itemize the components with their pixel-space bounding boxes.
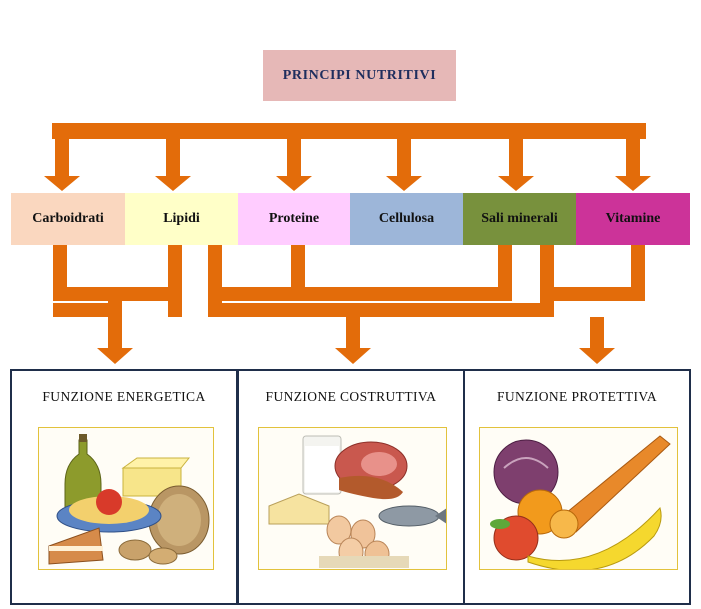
panel-title: FUNZIONE COSTRUTTIVA: [265, 389, 437, 404]
panel-title: FUNZIONE ENERGETICA: [42, 389, 206, 404]
nutrient-label: Vitamine: [605, 211, 661, 226]
nutrient-vitamine: Vitamine: [576, 193, 690, 245]
nutrient-carboidrati: Carboidrati: [11, 193, 125, 245]
fruit-vegetables-illustration: [479, 427, 678, 570]
panel-title: FUNZIONE PROTETTIVA: [497, 389, 657, 404]
nutrient-sali-minerali: Sali minerali: [463, 193, 576, 245]
protein-foods-illustration: [258, 427, 447, 570]
root-title-box: PRINCIPI NUTRITIVI: [263, 50, 456, 101]
nutrient-label: Lipidi: [163, 211, 200, 226]
nutrient-label: Carboidrati: [32, 211, 104, 226]
panel-funzione-protettiva: FUNZIONE PROTETTIVA: [463, 369, 691, 605]
nutrient-lipidi: Lipidi: [125, 193, 238, 245]
panel-funzione-energetica: FUNZIONE ENERGETICA: [10, 369, 238, 605]
root-title: PRINCIPI NUTRITIVI: [282, 67, 437, 83]
nutrient-proteine: Proteine: [238, 193, 350, 245]
nutrient-label: Proteine: [268, 211, 320, 226]
energetic-foods-illustration: [38, 427, 214, 570]
nutrient-cellulosa: Cellulosa: [350, 193, 463, 245]
nutrient-label: Sali minerali: [481, 211, 558, 226]
panel-funzione-costruttiva: FUNZIONE COSTRUTTIVA: [237, 369, 465, 605]
nutrient-label: Cellulosa: [378, 211, 435, 226]
